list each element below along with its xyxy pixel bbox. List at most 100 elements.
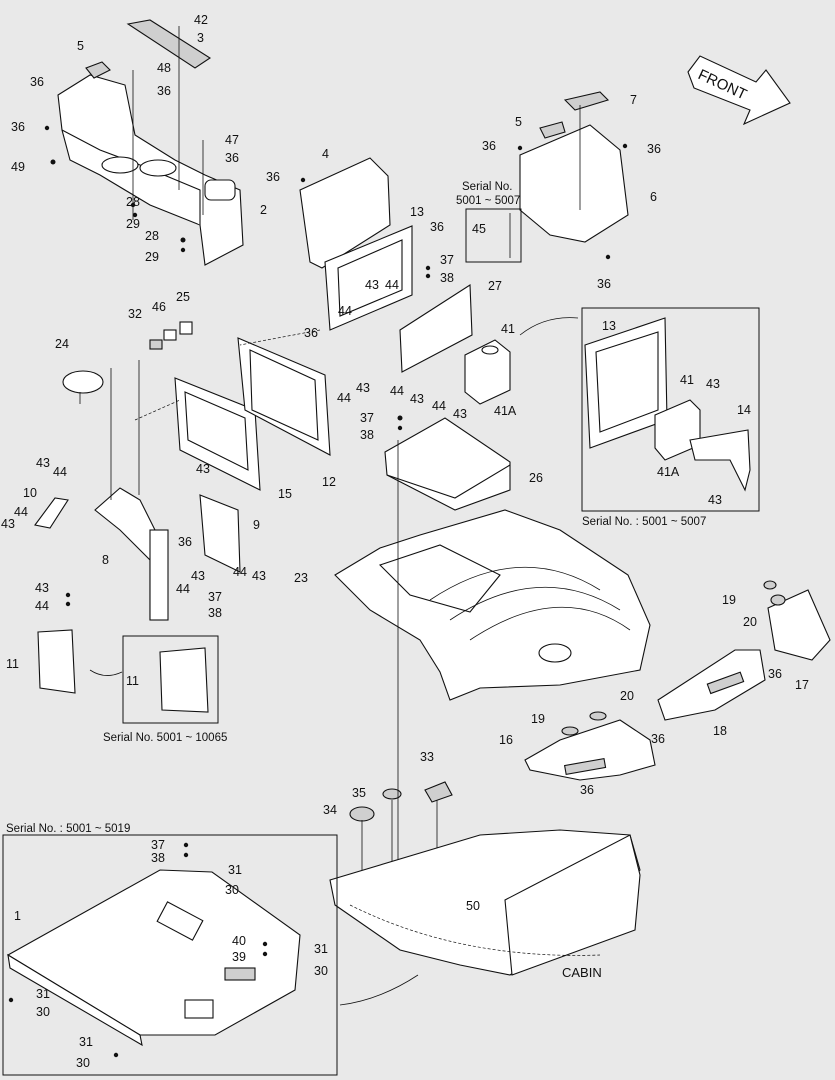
callout: 12 [322,475,336,489]
floor-mat-part-23 [334,509,651,701]
cabin-floor [329,829,641,976]
callout: 19 [531,712,545,726]
callout: 36 [304,326,318,340]
callout: 46 [152,300,166,314]
callout: 44 [35,599,49,613]
callout: 36 [482,139,496,153]
callout: 37 [208,590,222,604]
callout: 43 [252,569,266,583]
frame-part-13 [324,225,413,331]
hardware-dots [8,125,628,1058]
frame-part-15 [174,377,261,491]
callout: 43 [410,392,424,406]
callout: 32 [128,307,142,321]
callout: 44 [337,391,351,405]
callout: 25 [176,290,190,304]
serial-note-top-right-b: 5001 ~ 5007 [456,195,520,207]
duct-part-17 [763,580,831,661]
inset-right-parts [584,317,751,492]
inset-box-bottom-left [2,834,338,1076]
callout: 40 [232,934,246,948]
callout: 31 [228,863,242,877]
knob-part-24 [62,370,104,404]
callout: 43 [708,493,722,507]
frame-part-12 [237,337,331,456]
arrow-curve-right [519,317,579,336]
callout: 36 [157,84,171,98]
callout: 44 [176,582,190,596]
callout: 24 [55,337,69,351]
serial-note-bottom-left: Serial No. : 5001 ~ 5019 [6,823,130,835]
cover-part-6 [519,91,629,243]
callout: 36 [30,75,44,89]
callout: 6 [650,190,657,204]
arrow-curve [339,974,419,1006]
callout: 37 [440,253,454,267]
callout: 29 [126,217,140,231]
callout: 43 [365,278,379,292]
callout: 9 [253,518,260,532]
callout: 17 [795,678,809,692]
callout: 4 [322,147,329,161]
callout: 20 [743,615,757,629]
callout: 41 [501,322,515,336]
cover-part-11 [37,629,76,694]
callout: 42 [194,13,208,27]
callout: 15 [278,487,292,501]
callout: 30 [314,964,328,978]
callout: 28 [126,195,140,209]
parts-33-35-34 [349,440,453,910]
panel-part-4 [299,157,391,269]
cover-part-11-inset [159,647,209,713]
callout: 20 [620,689,634,703]
callout: 36 [178,535,192,549]
callout: 36 [225,151,239,165]
callout: 44 [385,278,399,292]
callout: 14 [737,403,751,417]
callout: 44 [53,465,67,479]
callout: 36 [768,667,782,681]
callout: 44 [14,505,28,519]
callout: 36 [647,142,661,156]
callout: 49 [11,160,25,174]
callout: 43 [196,462,210,476]
callout: 44 [233,565,247,579]
callout: 33 [420,750,434,764]
panel-part-9 [199,494,241,573]
callout: 30 [76,1056,90,1070]
callouts: 42 3 5 48 36 36 36 49 47 36 28 29 28 29 … [1,13,809,1070]
callout: 35 [352,786,366,800]
callout: 43 [35,581,49,595]
callout: 41 [680,373,694,387]
inset-box-right [581,307,760,512]
callout: 44 [432,399,446,413]
serial-note-mid-left: Serial No. 5001 ~ 10065 [103,732,227,744]
leader-lines [110,26,581,500]
callout: 31 [36,987,50,1001]
bracket-part-8 [94,487,169,621]
callout: 2 [260,203,267,217]
callout: 44 [390,384,404,398]
callout: 36 [580,783,594,797]
callout: 3 [197,31,204,45]
callout: 5 [77,39,84,53]
cabin-label: CABIN [562,965,602,980]
arrow-curve-left [89,669,123,676]
callout: 36 [430,220,444,234]
tank-part-41 [464,339,511,405]
bracket-part-10 [34,497,69,529]
inset-box-45 [465,208,522,263]
front-arrow: FRONT [687,55,791,126]
callout: 13 [410,205,424,219]
callout: 36 [11,120,25,134]
callout: 36 [266,170,280,184]
callout: 18 [713,724,727,738]
callout: 31 [79,1035,93,1049]
callout: 39 [232,950,246,964]
callout: 41A [494,404,517,418]
serial-note-top-right-a: Serial No. [462,181,513,193]
inset-box-11 [122,635,219,724]
callout: 30 [36,1005,50,1019]
floor-plate-part-1 [6,869,301,1047]
